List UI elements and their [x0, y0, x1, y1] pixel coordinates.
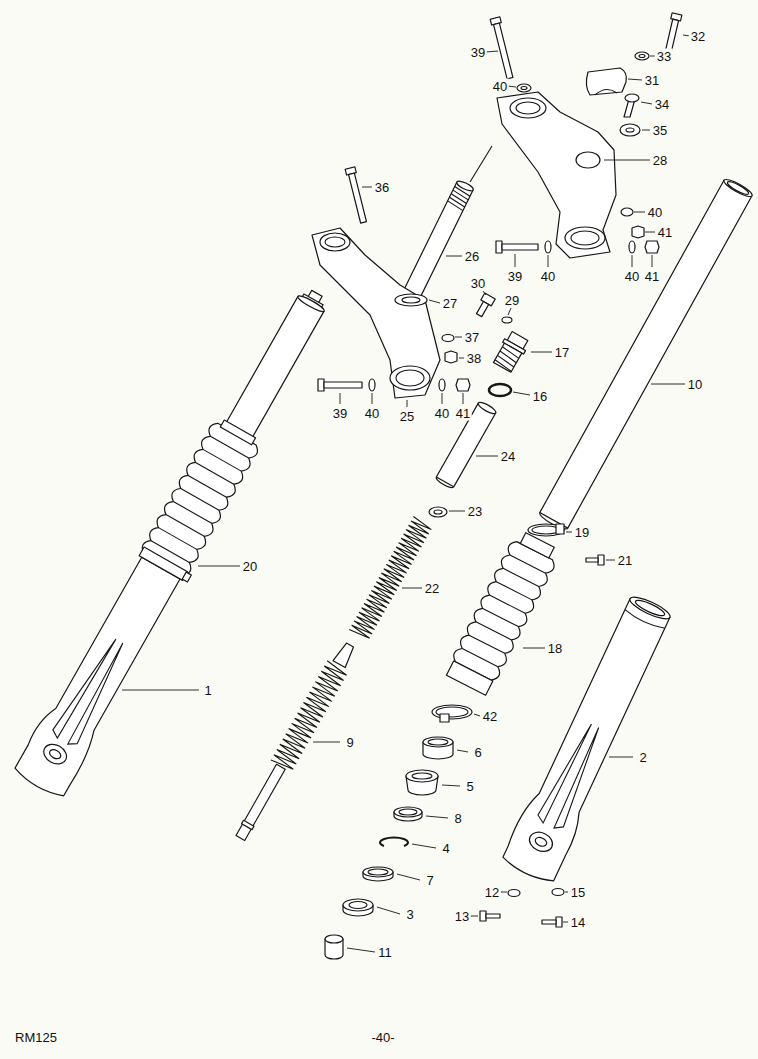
callout-number: 39 [506, 269, 524, 284]
callout-number: 26 [463, 249, 481, 264]
callout-number: 34 [653, 97, 671, 112]
callout-number: 20 [241, 559, 259, 574]
callout-number: 16 [531, 389, 549, 404]
callout-number: 2 [637, 750, 648, 765]
callout-number: 13 [453, 909, 471, 924]
callout-number: 40 [623, 269, 641, 284]
callout-number: 36 [373, 180, 391, 195]
seal-parts [325, 705, 472, 959]
callout-number: 11 [376, 945, 394, 960]
inner-tube [538, 177, 754, 532]
callout-number: 7 [424, 873, 435, 888]
callout-number: 8 [452, 811, 463, 826]
fork-spring [349, 517, 432, 641]
callout-number: 30 [469, 276, 487, 291]
callout-number: 18 [546, 641, 564, 656]
callout-number: 39 [469, 45, 487, 60]
callout-number: 4 [440, 841, 451, 856]
callout-number: 38 [465, 351, 483, 366]
callout-number: 32 [689, 29, 707, 44]
callout-number: 6 [472, 745, 483, 760]
callout-number: 40 [539, 269, 557, 284]
callout-number: 41 [454, 406, 472, 421]
callout-number: 39 [331, 406, 349, 421]
outer-tube [500, 590, 679, 885]
callout-number: 15 [569, 885, 587, 900]
callout-number: 40 [433, 406, 451, 421]
callout-number: 25 [398, 409, 416, 424]
page-footer: -40- [369, 1030, 396, 1045]
callout-number: 17 [553, 345, 571, 360]
callout-number: 1 [202, 683, 213, 698]
callout-number: 9 [344, 735, 355, 750]
callout-number: 24 [499, 449, 517, 464]
washer [429, 507, 447, 517]
callout-number: 40 [646, 205, 664, 220]
callout-number: 29 [503, 293, 521, 308]
cap-parts [474, 293, 531, 396]
fork-assembly [12, 279, 343, 801]
callout-number: 37 [463, 330, 481, 345]
callout-number: 41 [643, 269, 661, 284]
page-footer: RM125 [13, 1030, 59, 1045]
callout-number: 40 [363, 406, 381, 421]
callout-number: 19 [573, 525, 591, 540]
callout-number: 12 [483, 885, 501, 900]
callout-number: 23 [466, 504, 484, 519]
callout-number: 41 [656, 225, 674, 240]
callout-number: 10 [686, 377, 704, 392]
callout-number: 28 [651, 153, 669, 168]
boot-clamp [528, 524, 604, 565]
callout-number: 42 [481, 709, 499, 724]
callout-number: 21 [616, 553, 634, 568]
callout-number: 31 [643, 73, 661, 88]
callout-number: 5 [464, 779, 475, 794]
callout-number: 33 [655, 49, 673, 64]
callout-number: 40 [491, 79, 509, 94]
callout-number: 27 [441, 296, 459, 311]
lower-bracket [312, 167, 474, 398]
callout-number: 22 [423, 581, 441, 596]
washer [434, 510, 442, 514]
callout-number: 3 [404, 907, 415, 922]
callout-number: 14 [569, 915, 587, 930]
upper-bracket [470, 13, 682, 258]
damper-rod [230, 639, 361, 844]
dust-boot [444, 529, 563, 697]
leader-lines [122, 35, 690, 952]
callout-number: 35 [651, 123, 669, 138]
